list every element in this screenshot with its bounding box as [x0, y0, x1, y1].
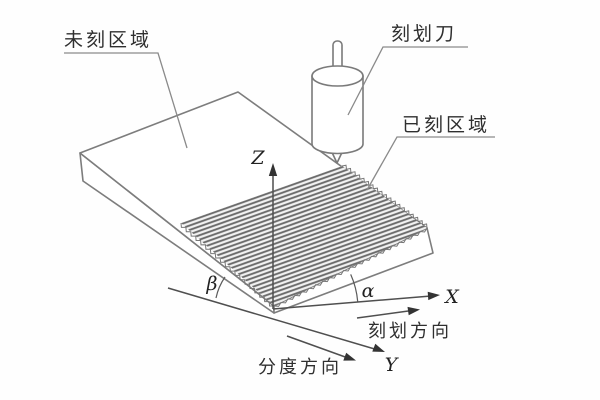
unruled-area-leader-line — [64, 52, 188, 149]
x-axis-arrowhead — [427, 291, 440, 301]
workpiece-block — [79, 91, 434, 314]
scribing-tool-label: 刻划刀 — [391, 23, 457, 45]
tool-body-cylinder — [311, 75, 364, 155]
scribing-direction-arrowhead — [407, 306, 420, 316]
labels: 未刻区域 刻划刀 已刻区域 Z X Y α β 刻划方向 分度方向 — [64, 23, 490, 378]
axes — [167, 163, 440, 352]
z-axis-arrowhead — [268, 163, 278, 176]
indexing-direction-arrowhead — [343, 352, 356, 361]
scribing-direction-arrow-line — [356, 309, 413, 319]
x-axis-label: X — [443, 286, 460, 308]
unruled-area-label: 未刻区域 — [64, 29, 152, 51]
scribing-tool — [311, 40, 364, 164]
scribing-tool-leader-line — [347, 46, 468, 116]
ruled-area-leader-line — [366, 136, 495, 191]
ruled-area-grooves — [181, 166, 427, 306]
beta-angle-arc — [215, 276, 226, 299]
alpha-angle-label: α — [362, 280, 375, 302]
y-axis-arrowhead — [372, 343, 385, 352]
indexing-direction-arrow-line — [286, 335, 349, 359]
scribing-direction-label: 刻划方向 — [368, 321, 452, 342]
tool-top-ellipse — [311, 65, 364, 87]
y-axis-label: Y — [385, 354, 400, 376]
groove-serration-front-edge — [273, 227, 428, 307]
direction-arrows — [286, 306, 420, 361]
x-axis-line — [272, 295, 432, 310]
ruled-area-label: 已刻区域 — [402, 114, 490, 136]
alpha-angle-arc — [350, 274, 359, 302]
groove-serration-left-edge — [180, 222, 274, 307]
indexing-direction-label: 分度方向 — [258, 357, 342, 378]
groove-serration-right-edge — [341, 164, 428, 229]
callout-leaders — [64, 46, 495, 191]
y-axis-line — [167, 287, 379, 351]
z-axis-label: Z — [250, 147, 265, 169]
beta-angle-label: β — [206, 273, 218, 295]
